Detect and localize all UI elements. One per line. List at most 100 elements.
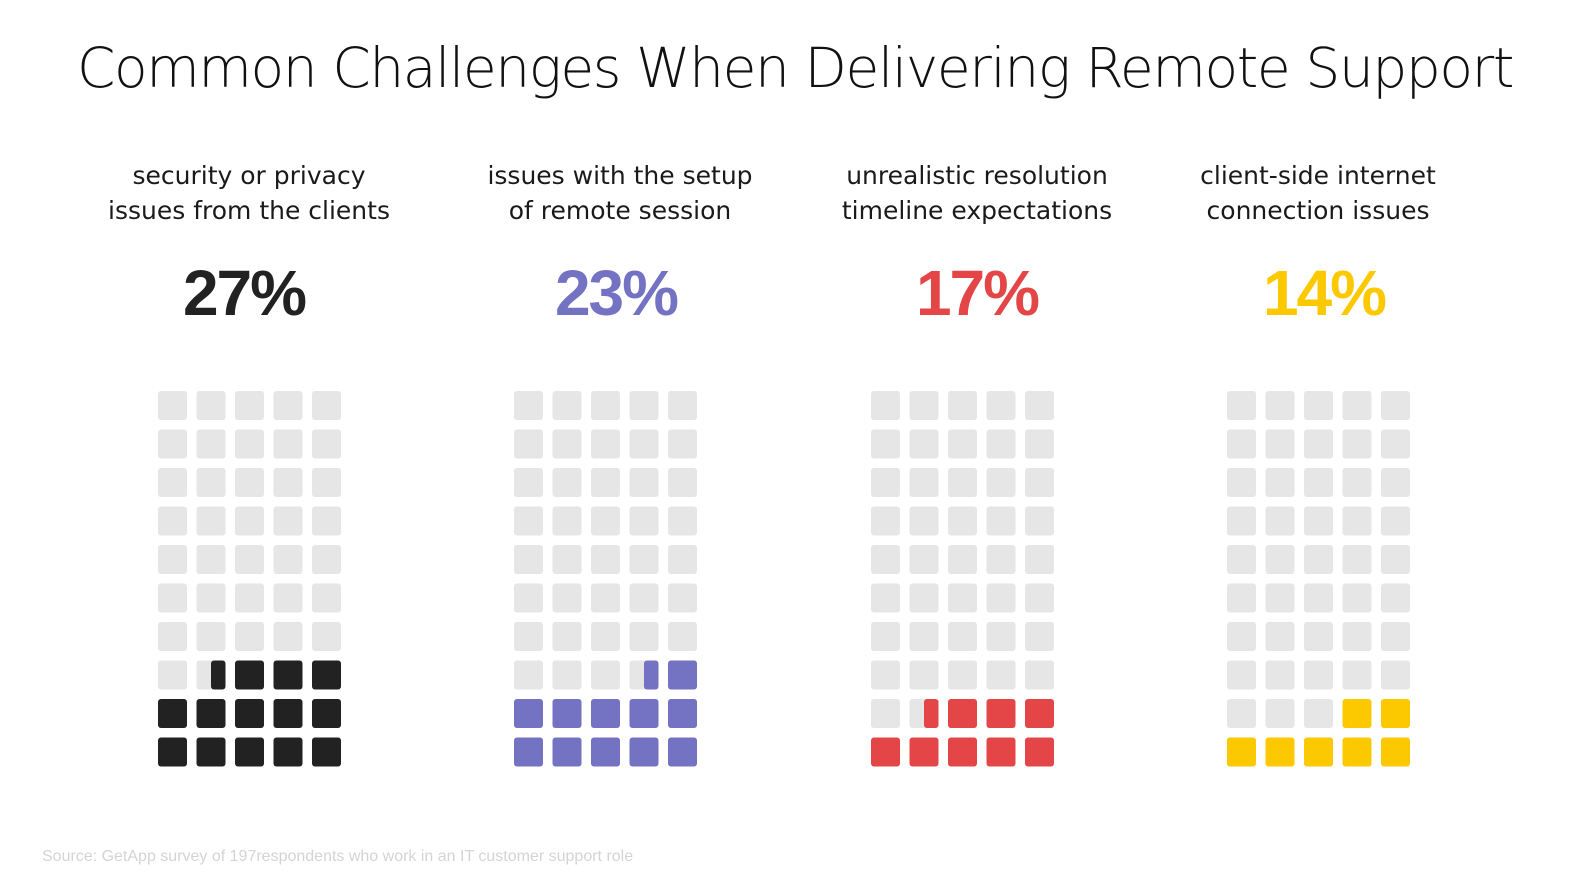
waffle-cell xyxy=(1304,468,1333,497)
waffle-cell-filled xyxy=(196,737,226,767)
waffle-cell xyxy=(871,391,900,420)
waffle-cell xyxy=(158,660,187,690)
waffle-cell xyxy=(591,583,620,613)
waffle-cell-filled xyxy=(312,699,341,728)
panel-label-line-1: unrealistic resolution xyxy=(846,161,1108,190)
waffle-cell-filled xyxy=(235,699,264,728)
waffle-cell xyxy=(948,583,977,613)
panel-label: security or privacy issues from the clie… xyxy=(69,158,429,228)
waffle-cell xyxy=(1265,468,1295,497)
waffle-cell xyxy=(1227,583,1256,613)
panel-label: client-side internet connection issues xyxy=(1138,158,1498,228)
panel-label-line-2: of remote session xyxy=(508,196,732,225)
waffle-cell xyxy=(235,545,264,574)
waffle-cell xyxy=(1342,391,1372,420)
waffle-cell xyxy=(273,468,303,497)
waffle-cell-filled xyxy=(1265,737,1295,767)
waffle-cell xyxy=(514,391,543,420)
panel-label-line-2: timeline expectations xyxy=(841,196,1113,225)
waffle-cell xyxy=(158,583,187,613)
waffle-cell xyxy=(552,622,582,651)
waffle-cell xyxy=(1265,622,1295,651)
waffle-cell xyxy=(909,391,939,420)
waffle-cell xyxy=(1265,699,1295,728)
waffle-cell-filled xyxy=(1381,699,1410,728)
waffle-cell xyxy=(909,622,939,651)
waffle-cell-filled xyxy=(312,660,341,690)
waffle-cell xyxy=(1025,429,1054,459)
waffle-cell xyxy=(1227,468,1256,497)
waffle-cell xyxy=(1265,391,1295,420)
waffle-cell xyxy=(871,622,900,651)
waffle-cell-filled xyxy=(644,660,659,690)
waffle-cell-filled xyxy=(948,699,977,728)
waffle-cell xyxy=(668,468,697,497)
waffle-cell xyxy=(1381,545,1410,574)
waffle-cell-filled xyxy=(514,737,543,767)
waffle-cell xyxy=(514,545,543,574)
chart-title: Common Challenges When Delivering Remote… xyxy=(76,36,1515,100)
waffle-cell xyxy=(312,622,341,651)
waffle-cell xyxy=(909,468,939,497)
waffle-cell xyxy=(591,468,620,497)
waffle-cell-filled xyxy=(591,737,620,767)
waffle-cell-filled xyxy=(552,699,582,728)
percentage-value: 17% xyxy=(915,257,1040,329)
waffle-cell xyxy=(629,583,659,613)
waffle-cell xyxy=(668,622,697,651)
waffle-cell xyxy=(909,545,939,574)
waffle-cell xyxy=(629,506,659,536)
waffle-cell xyxy=(196,583,226,613)
panel-remote-session-setup: issues with the setup of remote session … xyxy=(440,158,800,767)
waffle-cell xyxy=(196,429,226,459)
waffle-cell-filled xyxy=(1304,737,1333,767)
waffle-cell xyxy=(986,506,1016,536)
waffle-cell xyxy=(668,391,697,420)
percentage-value: 14% xyxy=(1262,257,1387,329)
waffle-cell xyxy=(273,429,303,459)
waffle-cell-filled xyxy=(273,660,303,690)
waffle-cell xyxy=(514,468,543,497)
waffle-cell xyxy=(552,391,582,420)
waffle-cell xyxy=(552,429,582,459)
waffle-cell xyxy=(1265,429,1295,459)
waffle-cell xyxy=(1227,506,1256,536)
waffle-cell-filled xyxy=(1381,737,1410,767)
waffle-cell xyxy=(514,429,543,459)
panel-label-line-2: issues from the clients xyxy=(108,196,390,225)
waffle-cell xyxy=(273,545,303,574)
waffle-cell xyxy=(1025,583,1054,613)
waffle-cell xyxy=(591,660,620,690)
waffle-cell xyxy=(1025,660,1054,690)
waffle-cell xyxy=(668,429,697,459)
waffle-cell xyxy=(158,545,187,574)
waffle-cell xyxy=(235,622,264,651)
percentage-value: 27% xyxy=(182,257,307,329)
waffle-cell xyxy=(948,391,977,420)
waffle-cell xyxy=(871,699,900,728)
waffle-cell xyxy=(668,583,697,613)
percentage-value: 23% xyxy=(554,257,679,329)
waffle-cell-filled xyxy=(273,699,303,728)
waffle-cell xyxy=(1342,622,1372,651)
waffle-cell xyxy=(552,506,582,536)
waffle-cell xyxy=(871,429,900,459)
waffle-cell xyxy=(514,506,543,536)
waffle-cell xyxy=(1381,622,1410,651)
waffle-cell-filled xyxy=(312,737,341,767)
waffle-cell xyxy=(871,660,900,690)
waffle-cell-filled xyxy=(591,699,620,728)
waffle-cell-filled xyxy=(1342,699,1372,728)
waffle-cell xyxy=(948,622,977,651)
waffle-cell-filled xyxy=(158,737,187,767)
panel-label-line-2: connection issues xyxy=(1206,196,1430,225)
waffle-cell xyxy=(871,545,900,574)
waffle-cell xyxy=(514,660,543,690)
waffle-cell xyxy=(909,506,939,536)
waffle-cell-filled xyxy=(273,737,303,767)
waffle-cell xyxy=(312,391,341,420)
waffle-cell xyxy=(986,660,1016,690)
waffle-cell xyxy=(1025,622,1054,651)
waffle-cell xyxy=(948,660,977,690)
waffle-grid xyxy=(1227,391,1410,767)
